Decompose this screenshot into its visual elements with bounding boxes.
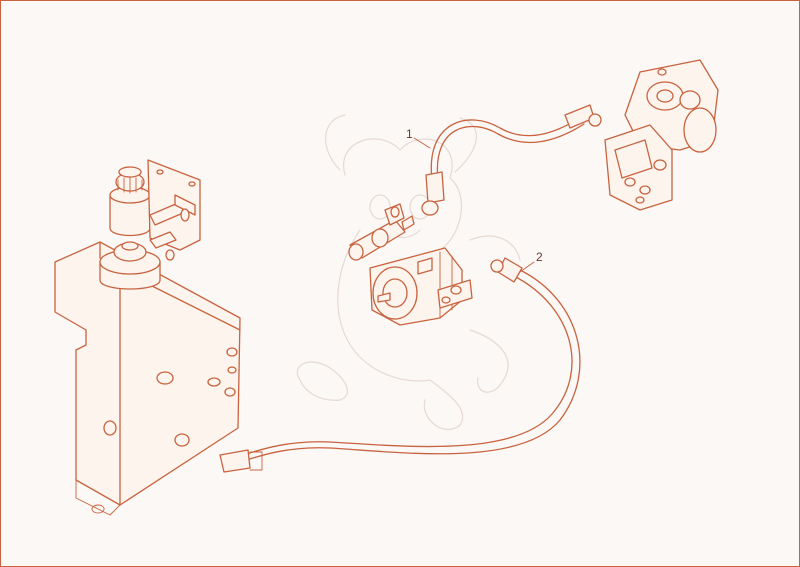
hydraulic-tank: [54, 241, 241, 516]
tank-filter-head: [99, 159, 201, 290]
valve-fittings: [348, 203, 415, 261]
hose-1: [421, 104, 602, 216]
callout-1: 1: [406, 127, 413, 141]
hose-2: [219, 257, 581, 473]
watermark-mascot: [296, 114, 521, 430]
hydraulic-pump: [369, 247, 473, 326]
leader-line-1: [413, 137, 431, 149]
callout-2: 2: [536, 250, 543, 264]
steering-unit: [604, 59, 719, 211]
leader-line-2: [519, 261, 535, 273]
